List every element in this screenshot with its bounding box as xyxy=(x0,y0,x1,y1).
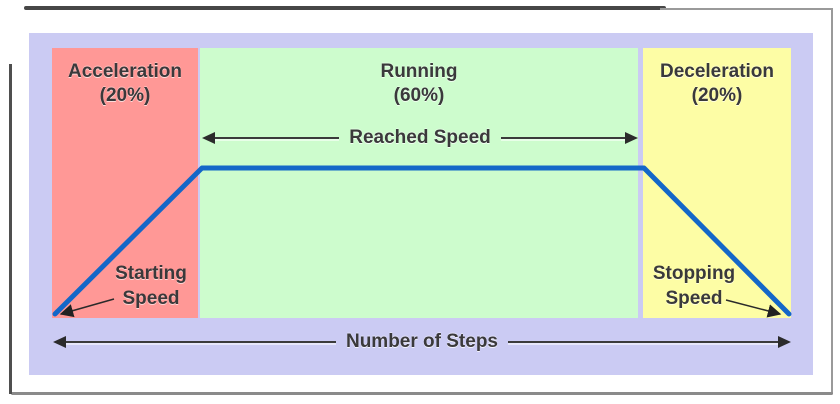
region-deceleration-label: Deceleration (20%) xyxy=(643,48,791,108)
arrowhead-right-icon xyxy=(625,132,638,144)
frame-right-border xyxy=(831,9,833,394)
frame-left-border xyxy=(9,64,12,394)
reached-speed-arrow: Reached Speed xyxy=(202,127,638,148)
region-name: Deceleration xyxy=(659,61,775,82)
frame-top-border xyxy=(660,8,833,10)
frame-bottom-border xyxy=(11,392,833,395)
number-of-steps-label: Number of Steps xyxy=(345,331,499,352)
arrow-line xyxy=(215,137,340,139)
frame-top-shadow-line xyxy=(24,6,666,10)
region-name: Acceleration xyxy=(67,61,183,82)
region-percent: (60%) xyxy=(393,85,445,106)
number-of-steps-arrow: Number of Steps xyxy=(53,331,791,352)
region-percent: (20%) xyxy=(99,85,151,106)
arrow-line xyxy=(66,341,336,343)
region-acceleration-label: Acceleration (20%) xyxy=(52,48,198,108)
starting-speed-label: Starting Speed xyxy=(115,263,187,309)
arrowhead-left-icon xyxy=(53,336,66,348)
region-percent: (20%) xyxy=(691,85,743,106)
arrow-line xyxy=(500,137,625,139)
arrowhead-left-icon xyxy=(202,132,215,144)
arrowhead-right-icon xyxy=(778,336,791,348)
arrow-line xyxy=(508,341,778,343)
stopping-speed-label: Stopping Speed xyxy=(652,263,736,309)
region-running: Running (60%) xyxy=(200,48,638,318)
region-running-label: Running (60%) xyxy=(200,48,638,108)
reached-speed-label: Reached Speed xyxy=(349,127,491,148)
region-name: Running xyxy=(380,61,458,82)
